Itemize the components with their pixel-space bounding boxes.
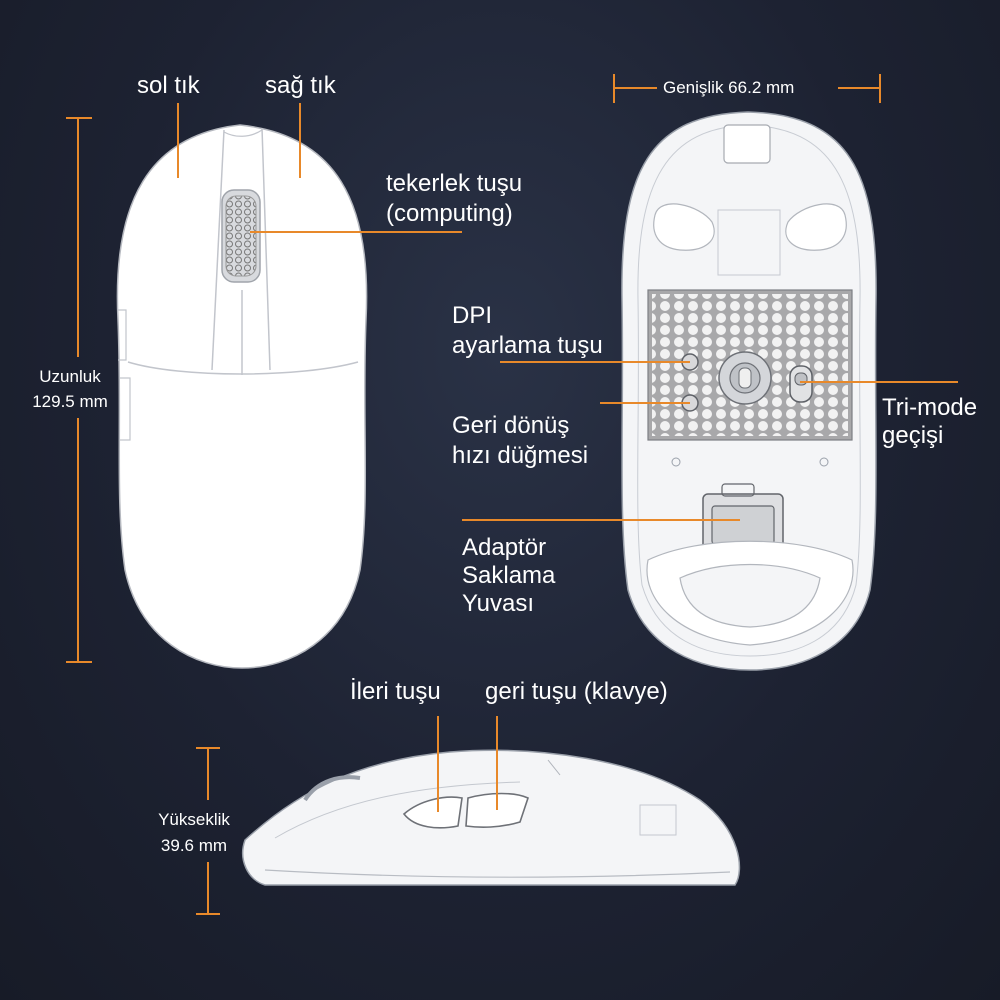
length-label-line2: 129.5 mm — [32, 392, 108, 411]
top-view-mouse — [116, 124, 368, 669]
height-label-line1: Yükseklik — [158, 810, 230, 829]
wheel-label-line1: tekerlek tuşu — [386, 170, 523, 197]
polling-label-line1: Geri dönüş — [452, 412, 570, 439]
adapter-label-line3: Yuvası — [462, 590, 535, 617]
side-view-mouse — [242, 749, 741, 886]
polling-label-line2: hızı düğmesi — [452, 442, 589, 469]
trimode-label-line2: geçişi — [882, 422, 944, 449]
forward-button-label: İleri tuşu — [350, 678, 441, 705]
back-button-label: geri tuşu (klavye) — [485, 678, 668, 705]
width-label: Genişlik 66.2 mm — [663, 78, 795, 97]
dpi-label-line2: ayarlama tuşu — [452, 332, 603, 359]
height-label-line2: 39.6 mm — [160, 836, 228, 855]
right-click-label: sağ tık — [265, 72, 336, 99]
annotation-lines — [66, 74, 958, 915]
trimode-label-line1: Tri-mode — [882, 394, 978, 421]
left-click-label: sol tık — [137, 72, 200, 99]
adapter-label-line1: Adaptör — [462, 534, 547, 561]
dpi-label-line1: DPI — [452, 302, 493, 329]
adapter-label-line2: Saklama — [462, 562, 556, 589]
length-label-line1: Uzunluk — [39, 367, 101, 386]
bottom-view-mouse — [621, 111, 877, 671]
wheel-label-line2: (computing) — [386, 200, 513, 227]
